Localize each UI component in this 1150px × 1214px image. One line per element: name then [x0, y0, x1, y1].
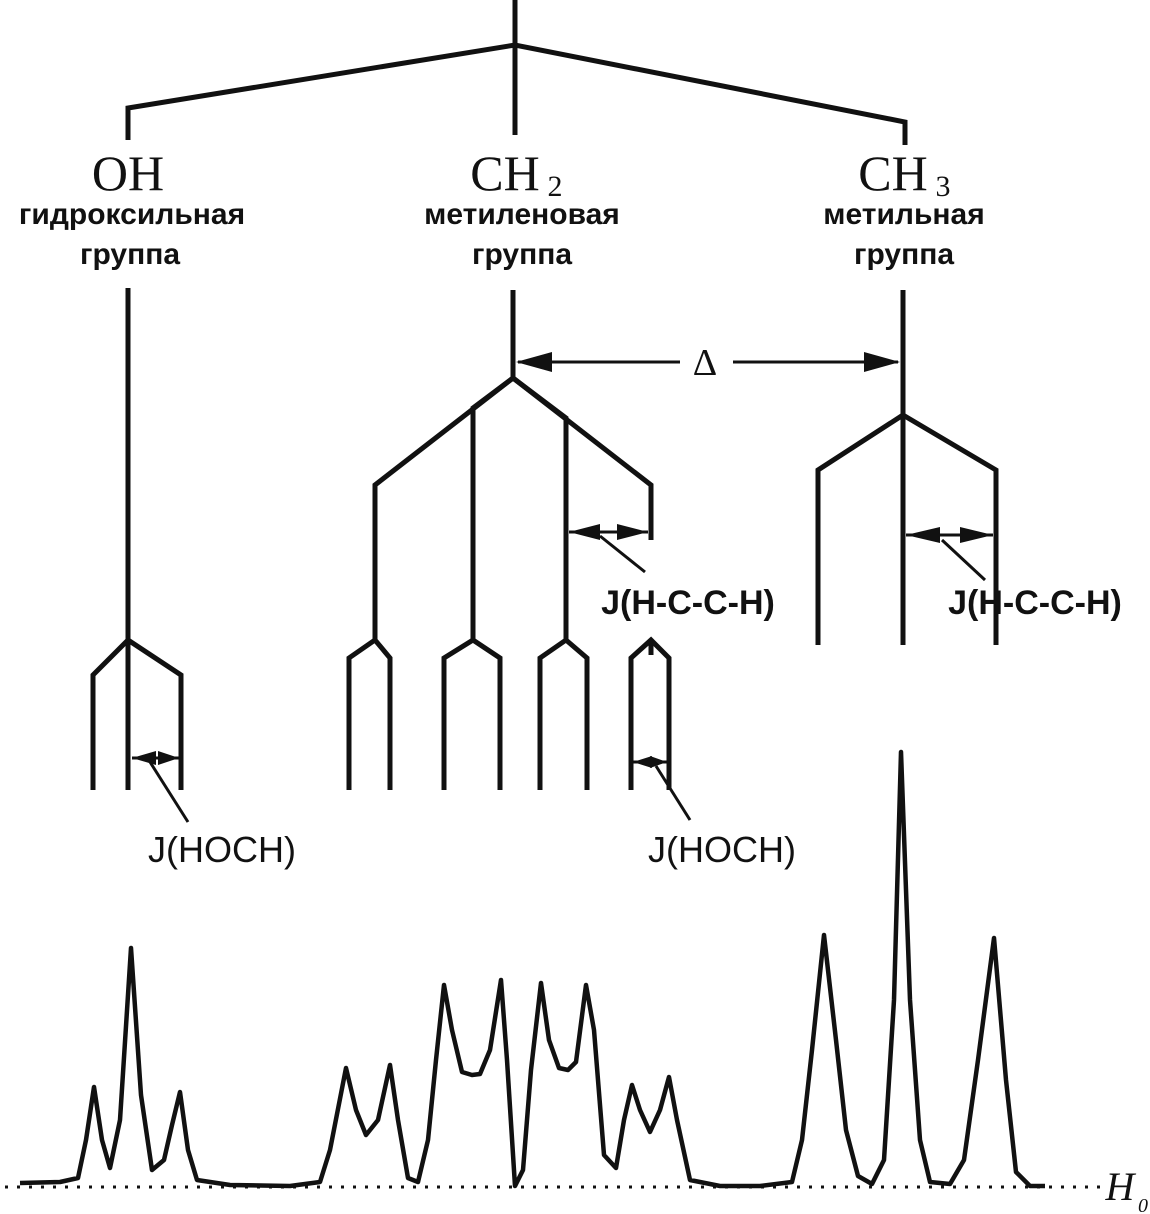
top-splitting-tree	[125, 0, 908, 145]
ch2-splitting-tree	[346, 290, 672, 790]
group-label-oh: OH гидроксильная группа	[19, 145, 245, 271]
oh-hoch-label: J(HOCH)	[148, 829, 296, 870]
delta-label: Δ	[693, 342, 717, 384]
nmr-spectrum: H 0	[5, 749, 1148, 1214]
group-label-ch2: CH 2 метиленовая группа	[424, 145, 620, 271]
ch3-formula: CH	[858, 145, 927, 201]
spectrum-trace	[19, 749, 1045, 1189]
ch3-hcch-coupling-marker: J(H-C-C-H)	[906, 527, 1122, 622]
ch2-hcch-coupling-marker: J(H-C-C-H)	[569, 524, 775, 622]
oh-splitting-tree	[90, 288, 184, 790]
oh-description-line1: гидроксильная	[19, 198, 245, 231]
ch2-description-line2: группа	[472, 238, 572, 271]
ch2-hoch-coupling-marker: J(HOCH)	[633, 756, 796, 870]
ch2-hoch-label: J(HOCH)	[648, 829, 796, 870]
ch2-formula: CH	[470, 145, 539, 201]
chemical-shift-delta: Δ	[516, 342, 900, 384]
group-label-ch3: CH 3 метильная группа	[823, 145, 984, 271]
field-subscript: 0	[1138, 1195, 1148, 1214]
field-label: H	[1105, 1164, 1137, 1209]
ch2-subscript: 2	[548, 170, 563, 203]
oh-coupling-marker: J(HOCH)	[132, 751, 296, 870]
ch3-description-line2: группа	[854, 238, 954, 271]
ch3-hcch-label: J(H-C-C-H)	[948, 584, 1122, 622]
ch3-splitting-tree	[815, 290, 999, 645]
oh-description-line2: группа	[80, 238, 180, 271]
ch2-hcch-label: J(H-C-C-H)	[601, 584, 775, 622]
ch3-subscript: 3	[936, 170, 951, 203]
ch2-description-line1: метиленовая	[424, 198, 620, 231]
ch3-description-line1: метильная	[823, 198, 984, 231]
oh-formula: OH	[92, 145, 164, 201]
